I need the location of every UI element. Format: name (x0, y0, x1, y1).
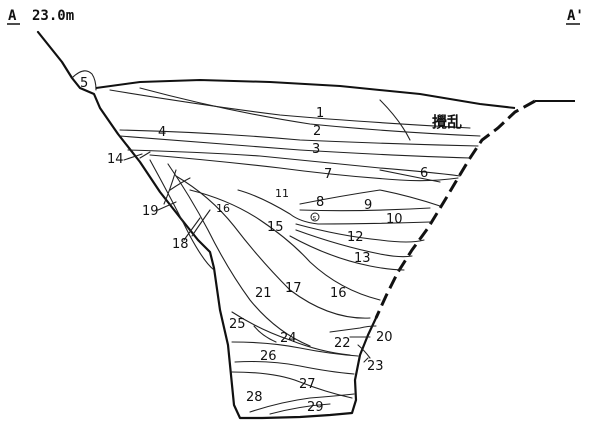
layer-label-10: 10 (386, 212, 403, 227)
layer-label-28: 28 (246, 390, 263, 405)
ground-surface-line (95, 78, 516, 109)
layer-label-5: 5 (80, 76, 88, 91)
layer-label-2: 2 (313, 124, 321, 139)
layer-label-26: 26 (260, 349, 277, 364)
layer-label-16-upper: 16 (216, 202, 230, 215)
layer-label-27: 27 (299, 377, 316, 392)
layer-label-25: 25 (229, 317, 246, 332)
leader-23 (363, 357, 369, 363)
layer-label-7: 7 (324, 167, 332, 182)
layer-label-1: 1 (316, 106, 324, 121)
bump-line (71, 70, 97, 91)
disturbed-label: 攪乱 (432, 113, 462, 131)
layer-label-4: 4 (158, 125, 166, 140)
small-marker-text: s (313, 214, 317, 222)
layer-label-11: 11 (275, 187, 289, 200)
layer-label-24: 24 (280, 331, 297, 346)
stratigraphy-lines (109, 87, 481, 415)
leader-19 (157, 201, 177, 211)
layer-label-6: 6 (420, 166, 428, 181)
disturbance-boundary (374, 99, 536, 319)
layer-label-19: 19 (142, 204, 159, 219)
layer-label-15: 15 (267, 220, 284, 235)
layer-label-17: 17 (285, 281, 302, 296)
layer-label-21: 21 (255, 286, 272, 301)
small-marker-circle (310, 212, 320, 222)
layer-label-20: 20 (376, 330, 393, 345)
layer-label-9: 9 (364, 198, 372, 213)
pit-outline (36, 30, 378, 420)
layer-label-12: 12 (347, 230, 364, 245)
layer-label-14: 14 (107, 152, 124, 167)
section-end-label: A' (567, 8, 584, 24)
leader-14 (123, 153, 143, 161)
leader-18 (183, 217, 201, 241)
layer-label-18: 18 (172, 237, 189, 252)
layer-label-13: 13 (354, 251, 371, 266)
layer-label-16-lower: 16 (330, 286, 347, 301)
elevation-label: 23.0m (32, 8, 74, 24)
layer-label-23: 23 (367, 359, 384, 374)
layer-label-29: 29 (307, 400, 324, 415)
layer-label-22: 22 (334, 336, 351, 351)
layer-label-8: 8 (316, 195, 324, 210)
section-start-label: A (8, 8, 17, 24)
layer-label-3: 3 (312, 142, 320, 157)
